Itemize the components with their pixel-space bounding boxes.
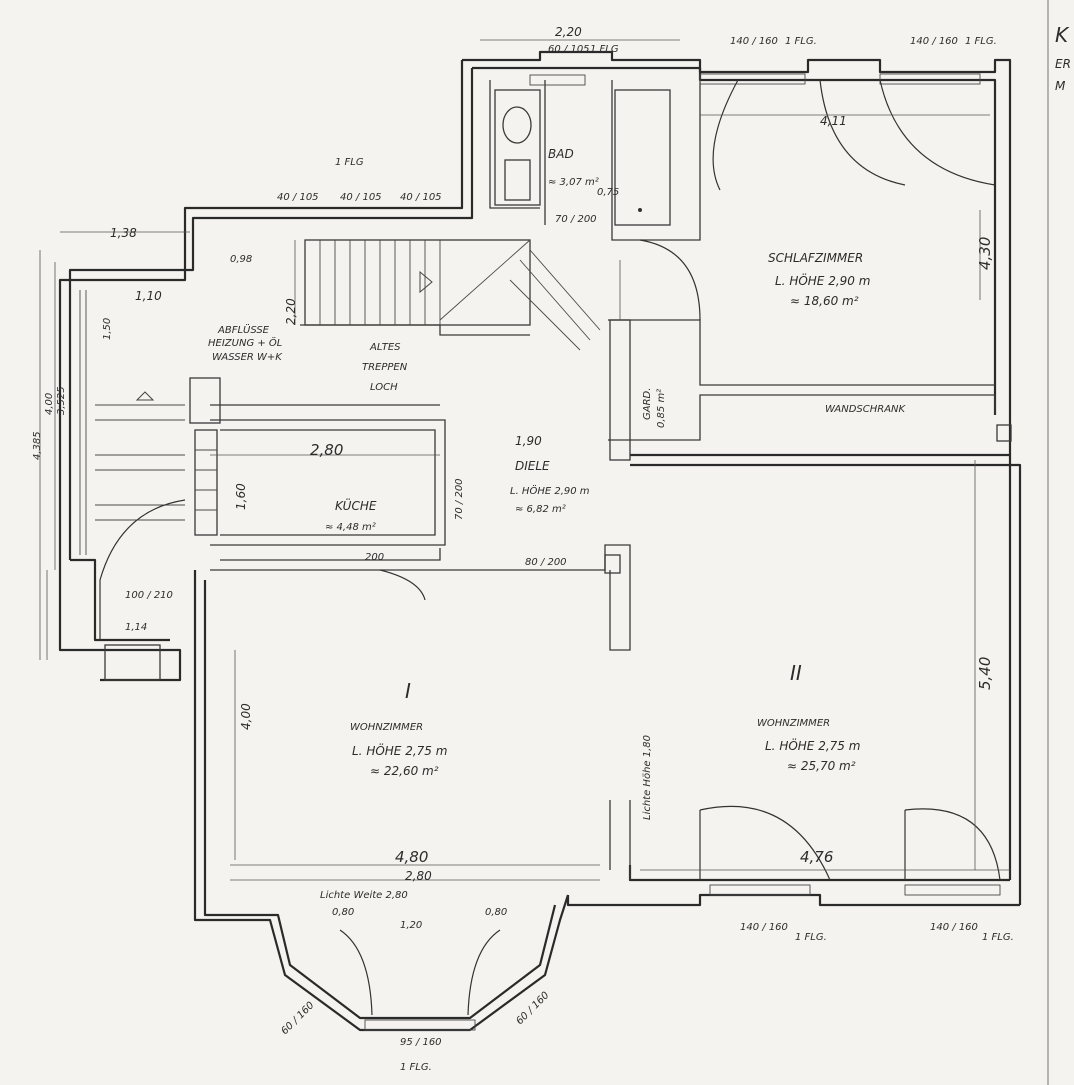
door-70-200: 70 / 200 (555, 214, 597, 225)
room-area-kueche: ≈ 4,48 m² (325, 522, 376, 533)
dim-1-10: 1,10 (135, 289, 162, 303)
room-area-bad: ≈ 3,07 m² (548, 177, 599, 188)
left-wing-hatch (79, 290, 185, 555)
door-70-200b: 70 / 200 (454, 478, 465, 520)
label-lichte-hoehe: Lichte Höhe 1,80 (642, 735, 653, 820)
dim-top-1flg-b: 1 FLG. (965, 36, 997, 47)
room-number-wohnzimmer-2: II (790, 661, 802, 685)
dim-2-80: 2,80 (310, 441, 343, 459)
label-abflusse-2: HEIZUNG + ÖL (208, 336, 282, 349)
bay-0-80-a: 0,80 (332, 907, 354, 918)
label-treppenloch-3: LOCH (370, 382, 398, 393)
dim-top-140-160-b: 140 / 160 (910, 36, 958, 47)
dim-4-80: 4,80 (395, 848, 428, 866)
outer-walls (58, 50, 1022, 1032)
corner-text-2: ER (1055, 57, 1071, 71)
dim-1-90: 1,90 (515, 434, 542, 448)
corner-text: K ER M (1055, 23, 1071, 93)
dim-top-2-20: 2,20 (555, 25, 582, 39)
bay-1-20: 1,20 (400, 920, 422, 931)
room-name-schlafzimmer: SCHLAFZIMMER (768, 251, 863, 265)
bottom-140-160-b: 140 / 160 (930, 922, 978, 933)
label-abflusse-3: WASSER W+K (212, 352, 283, 363)
room-area-wohnzimmer-2: ≈ 25,70 m² (787, 759, 856, 773)
dim-1-38: 1,38 (110, 226, 137, 240)
dim-0-75: 0,75 (597, 187, 619, 198)
bay-0-80-b: 0,80 (485, 907, 507, 918)
door-100-210: 100 / 210 (125, 590, 173, 601)
dim-2-20: 2,20 (284, 298, 298, 325)
dim-top-1flg-a: 1 FLG. (785, 36, 817, 47)
dim-top-1flg: 1 FLG (590, 44, 619, 55)
room-height-wohnzimmer-1: L. HÖHE 2,75 m (352, 742, 447, 758)
dim-flg-left: 1 FLG (335, 157, 364, 168)
label-abflusse-1: ABFLÜSSE (217, 323, 270, 336)
dim-4-00: 4,00 (239, 703, 253, 730)
room-height-diele: L. HÖHE 2,90 m (510, 484, 590, 497)
dim-top-60-105: 60 / 105 (548, 44, 590, 55)
label-treppenloch-2: TREPPEN (362, 362, 408, 373)
room-name-bad: BAD (548, 147, 574, 161)
room-name-wandschrank: WANDSCHRANK (825, 404, 907, 415)
dim-4-00v: 4,00 (44, 393, 55, 415)
bay-95-160: 95 / 160 (400, 1037, 442, 1048)
bottom-1flg-b: 1 FLG. (982, 932, 1014, 943)
door-200: 200 (365, 552, 384, 563)
dim-3-525: 3,525 (56, 386, 67, 415)
dim-4-385: 4,385 (32, 431, 43, 460)
dim-window-40-1: 40 / 105 (277, 192, 319, 203)
dim-4-76: 4,76 (800, 848, 833, 866)
dim-5-40: 5,40 (976, 657, 994, 690)
room-area-schlafzimmer: ≈ 18,60 m² (790, 294, 859, 308)
room-name-wohnzimmer-2: WOHNZIMMER (757, 718, 830, 729)
room-name-kueche: KÜCHE (335, 497, 377, 513)
bottom-140-160-a: 140 / 160 (740, 922, 788, 933)
bottom-1flg-a: 1 FLG. (795, 932, 827, 943)
dim-2-80b: 2,80 (405, 869, 432, 883)
room-name-wohnzimmer-1: WOHNZIMMER (350, 722, 423, 733)
room-area-wohnzimmer-1: ≈ 22,60 m² (370, 764, 439, 778)
windows (104, 73, 1001, 1031)
label-treppenloch-1: ALTES (369, 342, 401, 353)
dim-top-140-160-a: 140 / 160 (730, 36, 778, 47)
dim-0-98: 0,98 (230, 254, 252, 265)
dim-1-50: 1,50 (102, 318, 113, 340)
dim-4-11: 4,11 (820, 114, 847, 128)
corner-text-3: M (1055, 79, 1066, 93)
room-number-wohnzimmer-1: I (405, 679, 411, 703)
dim-window-40-3: 40 / 105 (400, 192, 442, 203)
room-height-wohnzimmer-2: L. HÖHE 2,75 m (765, 737, 860, 753)
corner-text-1: K (1055, 23, 1070, 47)
inner-walls (189, 80, 1012, 880)
room-dim-gard: 0,85 m² (656, 389, 667, 428)
dim-4-30: 4,30 (976, 237, 994, 270)
room-height-schlafzimmer: L. HÖHE 2,90 m (775, 272, 870, 288)
room-name-gard: GARD. (642, 388, 653, 420)
dim-window-40-2: 40 / 105 (340, 192, 382, 203)
bay-1flg: 1 FLG. (400, 1062, 432, 1073)
dimension-lines (39, 39, 1010, 881)
bath-fixtures (494, 89, 671, 226)
dim-1-14: 1,14 (125, 622, 147, 633)
door-80-200: 80 / 200 (525, 557, 567, 568)
label-lichte-weite: Lichte Weite 2,80 (320, 890, 408, 901)
door-swings (99, 79, 1001, 1016)
stair-treads (319, 239, 601, 351)
room-area-diele: ≈ 6,82 m² (515, 504, 566, 515)
room-name-diele: DIELE (515, 459, 550, 473)
dim-1-60: 1,60 (234, 483, 248, 510)
